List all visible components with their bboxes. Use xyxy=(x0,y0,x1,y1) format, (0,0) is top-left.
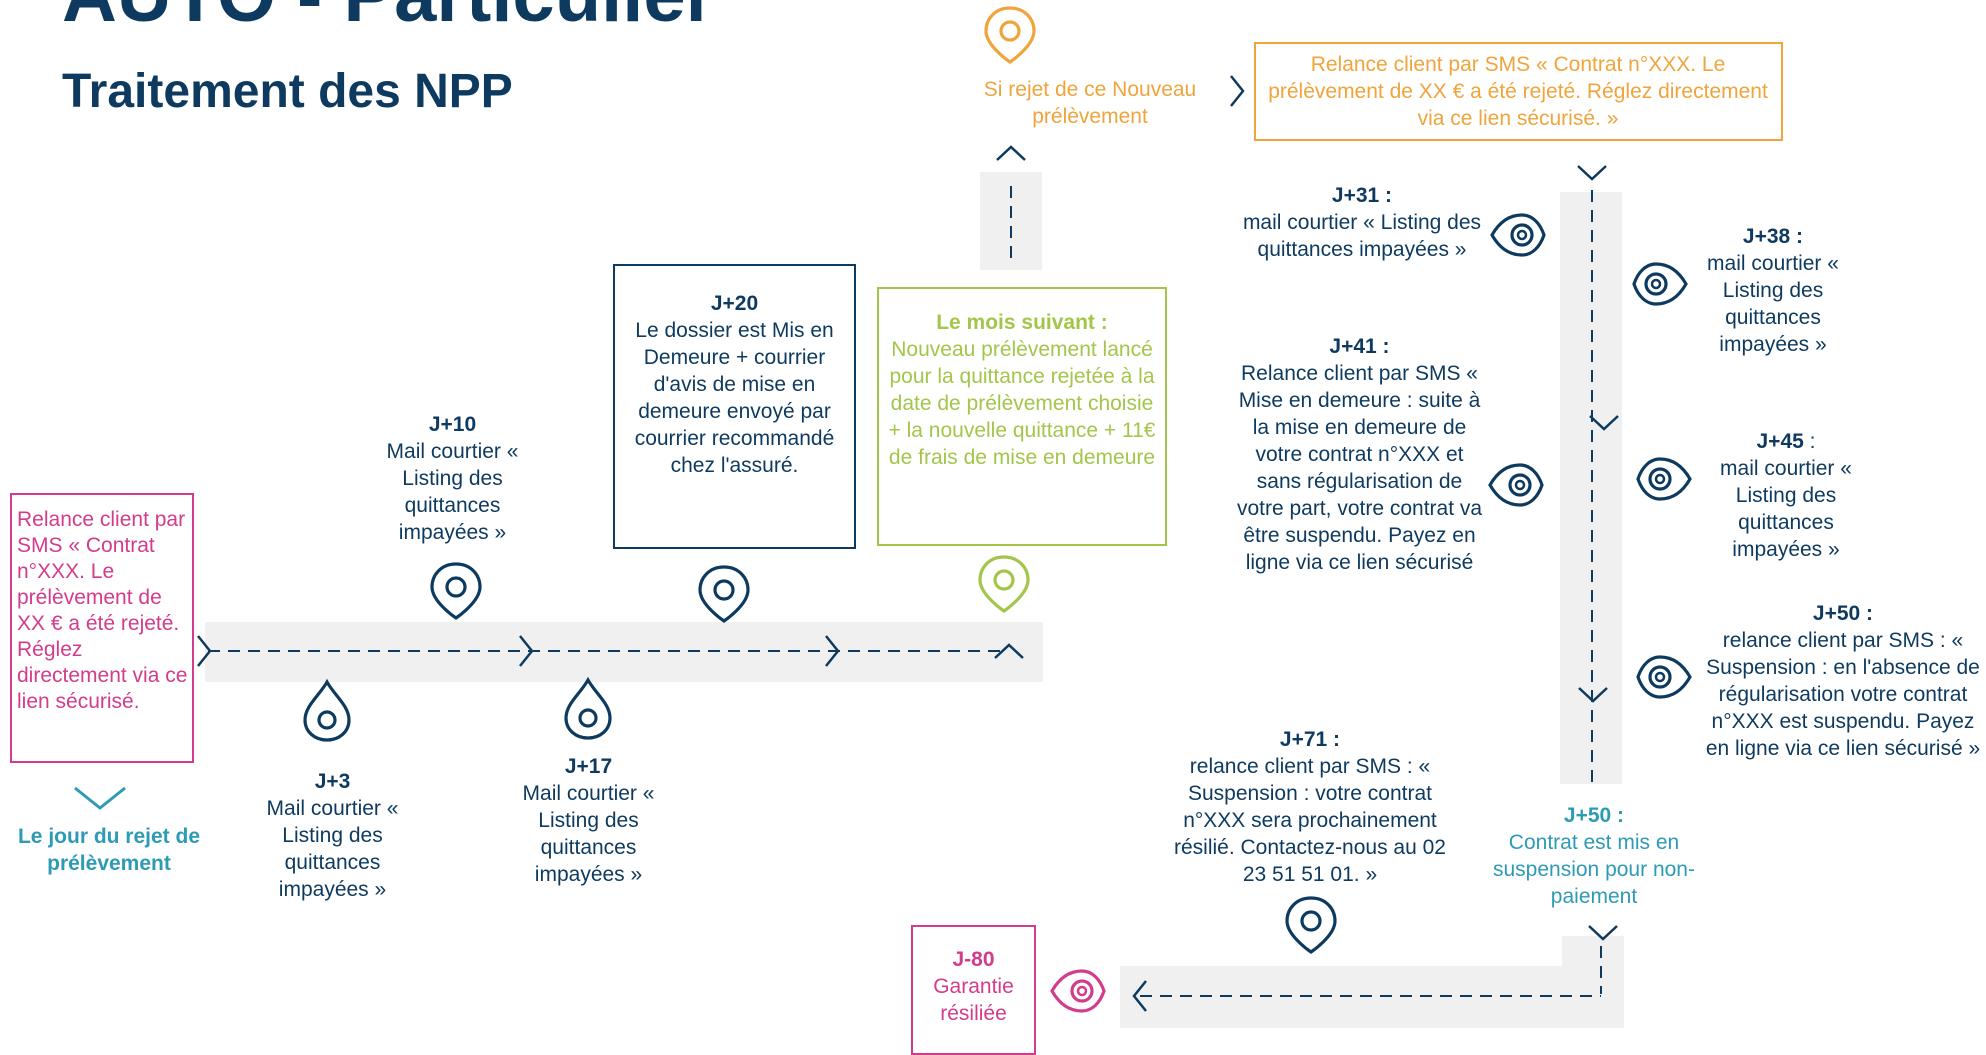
step-j20-text: Le dossier est Mis en Demeure + courrier… xyxy=(634,319,835,477)
step-j71-text: relance client par SMS : « Suspension : … xyxy=(1174,755,1446,886)
step-j80-label: J-80 xyxy=(952,948,995,971)
step-j3-label: J+3 xyxy=(314,770,351,793)
timeline-band-horizontal xyxy=(205,622,1043,682)
eye-icon xyxy=(1490,213,1546,257)
map-pin-icon xyxy=(698,565,750,623)
eye-icon xyxy=(1050,969,1106,1013)
step-j20: J+20 Le dossier est Mis en Demeure + cou… xyxy=(623,290,846,479)
step-j31: J+31 : mail courtier « Listing des quitt… xyxy=(1232,182,1492,263)
step-j50-sms: J+50 : relance client par SMS : « Suspen… xyxy=(1702,600,1984,762)
chevron-right-icon xyxy=(197,635,212,667)
eye-icon xyxy=(1632,262,1688,306)
step-j38-text: mail courtier « Listing des quittances i… xyxy=(1707,252,1839,356)
eye-icon xyxy=(1488,463,1544,507)
step-j3: J+3 Mail courtier « Listing des quittanc… xyxy=(250,768,415,903)
step-j10-text: Mail courtier « Listing des quittances i… xyxy=(386,440,519,544)
chevron-right-icon xyxy=(519,635,534,667)
step-j31-label: J+31 : xyxy=(1331,184,1393,207)
eye-icon xyxy=(1636,655,1692,699)
step-j45-text: mail courtier « Listing des quittances i… xyxy=(1720,457,1852,561)
step-j31-text: mail courtier « Listing des quittances i… xyxy=(1242,211,1482,261)
step-j17-label: J+17 xyxy=(564,755,613,778)
step-j50: J+50 : Contrat est mis en suspension pou… xyxy=(1484,802,1704,910)
step-j71-label: J+71 : xyxy=(1279,728,1341,751)
step-mois-suivant-box xyxy=(877,287,1167,546)
step-j50-sms-label: J+50 : xyxy=(1812,602,1874,625)
chevron-down-icon xyxy=(1577,165,1607,181)
chevron-left-icon xyxy=(1132,980,1147,1012)
step-j41-label: J+41 : xyxy=(1329,335,1390,358)
step-j45: J+45 : mail courtier « Listing des quitt… xyxy=(1700,428,1872,563)
step-sms-rejet: Relance client par SMS « Contrat n°XXX. … xyxy=(1268,53,1768,130)
step-j38-label: J+38 : xyxy=(1742,225,1804,248)
step-j41-text: Relance client par SMS « Mise en demeure… xyxy=(1236,362,1483,574)
page-title: AUTO - Particulier xyxy=(62,0,715,34)
map-pin-icon xyxy=(430,562,482,620)
chevron-down-icon xyxy=(1578,687,1608,703)
step-sms-rejet-box xyxy=(1254,42,1783,141)
step-j41: J+41 : Relance client par SMS « Mise en … xyxy=(1232,333,1487,576)
step-j20-box xyxy=(613,264,856,549)
step-j10: J+10 Mail courtier « Listing des quittan… xyxy=(370,411,535,546)
chevron-down-icon xyxy=(1588,925,1618,941)
chevron-right-icon xyxy=(1230,75,1245,107)
step-j80: J-80 Garantie résiliée xyxy=(913,946,1034,1027)
step-j17-text: Mail courtier « Listing des quittances i… xyxy=(522,782,655,886)
step-j45-label-suffix: : xyxy=(1803,430,1816,453)
page-subtitle: Traitement des NPP xyxy=(62,65,513,118)
step-j20-label: J+20 xyxy=(710,292,759,315)
chevron-up-icon xyxy=(996,145,1026,161)
map-pin-icon xyxy=(1285,896,1337,954)
step-rejet: Si rejet de ce Nouveau prélèvement xyxy=(983,78,1197,128)
step-mois-suivant: Le mois suivant : Nouveau prélèvement la… xyxy=(887,309,1157,471)
chevron-down-icon xyxy=(1589,415,1619,431)
step-mois-suivant-label: Le mois suivant : xyxy=(936,311,1108,334)
map-pin-icon xyxy=(984,6,1036,64)
chevron-up-icon xyxy=(994,643,1024,659)
step-j50-label: J+50 : xyxy=(1563,804,1625,827)
start-sms-box xyxy=(10,493,194,763)
step-j3-text: Mail courtier « Listing des quittances i… xyxy=(266,797,399,901)
start-caption: Le jour du rejet de prélèvement xyxy=(17,825,201,875)
drop-pin-icon xyxy=(303,680,351,742)
step-mois-suivant-text: Nouveau prélèvement lancé pour la quitta… xyxy=(888,338,1156,469)
chevron-right-icon xyxy=(825,635,840,667)
drop-pin-icon xyxy=(564,678,612,740)
step-j50-sms-text: relance client par SMS : « Suspension : … xyxy=(1705,629,1981,760)
step-j80-text: Garantie résiliée xyxy=(933,975,1014,1025)
step-j71: J+71 : relance client par SMS : « Suspen… xyxy=(1160,726,1460,888)
map-pin-icon xyxy=(978,555,1030,613)
chevron-down-icon xyxy=(74,786,126,810)
step-j45-label: J+45 xyxy=(1756,430,1804,453)
step-j17: J+17 Mail courtier « Listing des quittan… xyxy=(506,753,671,888)
start-sms-text: Relance client par SMS « Contrat n°XXX. … xyxy=(17,508,188,713)
step-j50-text: Contrat est mis en suspension pour non-p… xyxy=(1493,831,1695,908)
step-j10-label: J+10 xyxy=(428,413,477,436)
eye-icon xyxy=(1636,457,1692,501)
step-j38: J+38 : mail courtier « Listing des quitt… xyxy=(1697,223,1849,358)
